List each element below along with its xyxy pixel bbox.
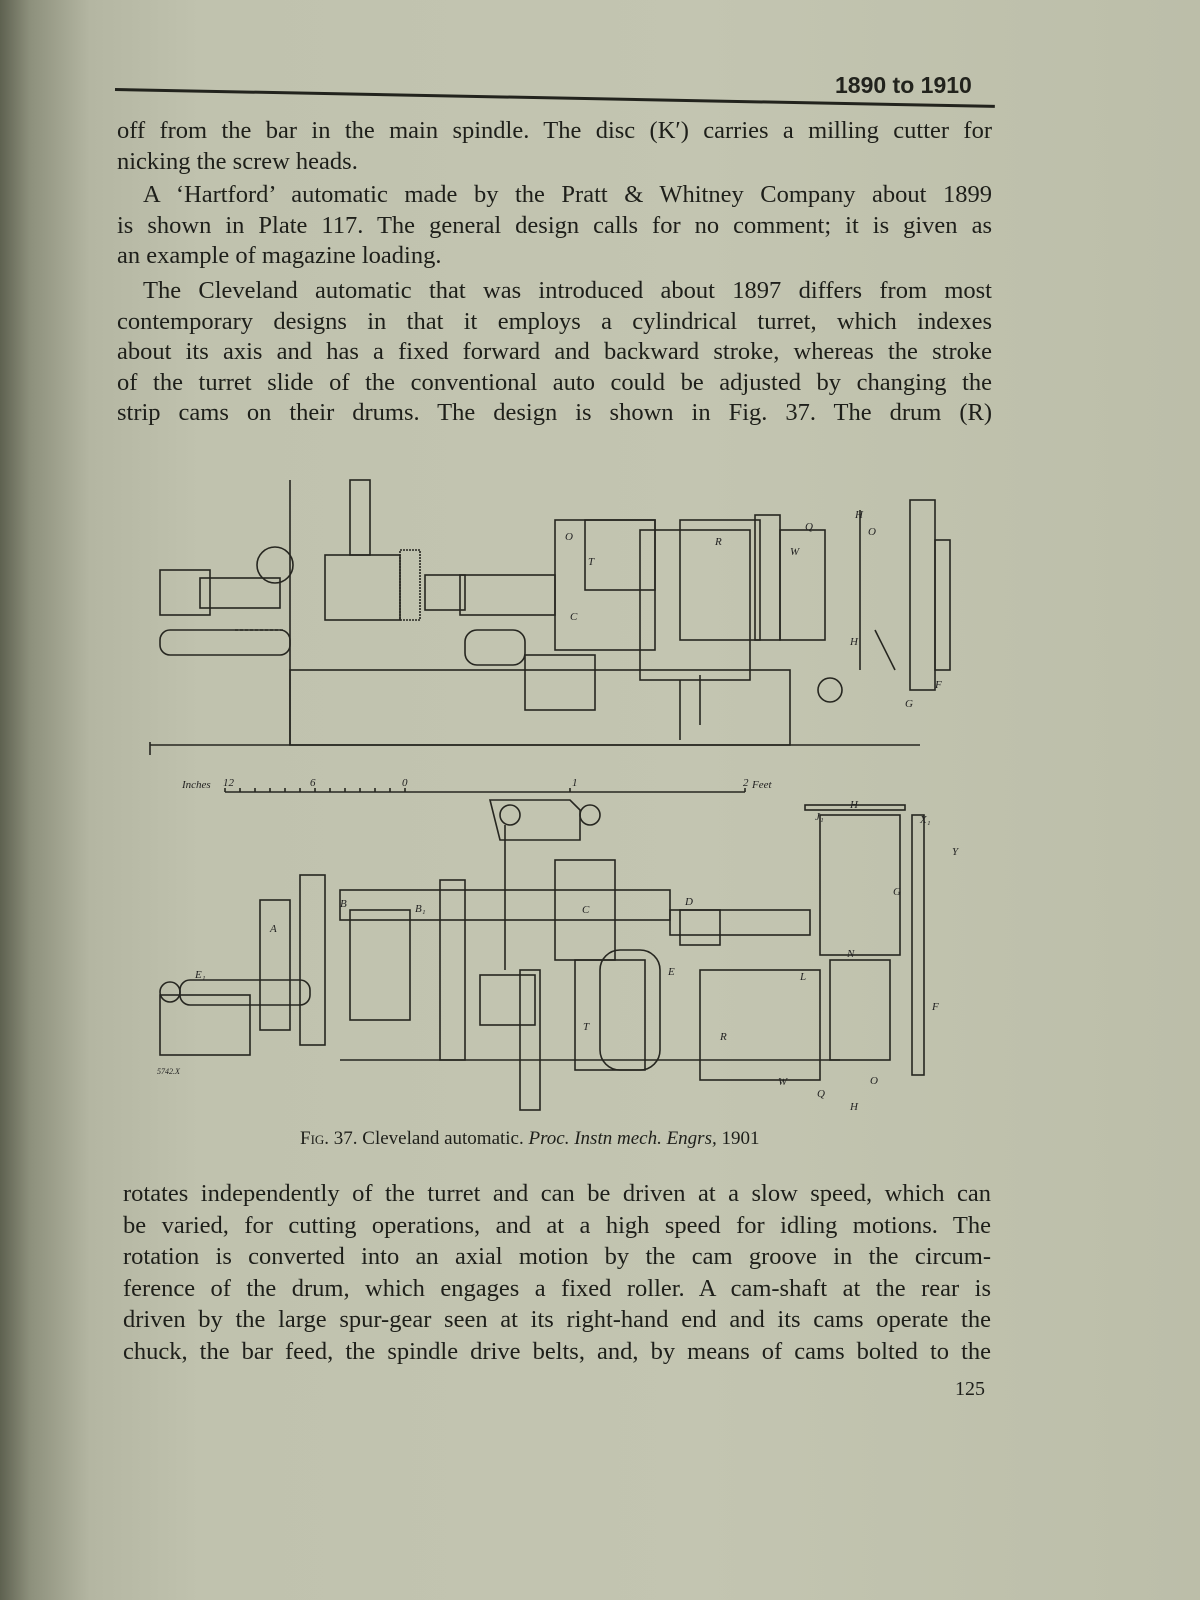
paragraph-drum: rotates independently of the turret and …	[123, 1178, 991, 1367]
text-line: about its axis and has a fixed forward a…	[117, 338, 992, 365]
caption-source: Proc. Instn mech. Engrs,	[528, 1128, 717, 1149]
label-W: W	[790, 546, 800, 558]
scale-tick: 6	[310, 777, 316, 789]
label-W: W	[778, 1076, 788, 1088]
figure-cleveland-automatic: O T C R Q W H O H F G Inches 12 6 0 1 2 …	[149, 479, 960, 1113]
running-head: 1890 to 1910	[835, 72, 972, 98]
label-C: C	[582, 904, 590, 916]
caption-fig-number: Fig. 37.	[300, 1128, 358, 1149]
label-N: N	[846, 948, 855, 960]
label-O: O	[870, 1075, 878, 1087]
figure-ref-number: 5742.X	[157, 1067, 181, 1076]
text-line: rotates independently of the turret and …	[123, 1180, 991, 1207]
scale-bar: Inches 12 6 0 1 2 Feet	[181, 777, 772, 793]
text-line: chuck, the bar feed, the spindle drive b…	[123, 1337, 991, 1365]
label-T: T	[583, 1021, 590, 1033]
label-B1: B₁	[415, 903, 426, 915]
label-O: O	[565, 531, 573, 543]
text-line: is shown in Plate 117. The general desig…	[117, 211, 992, 239]
text-line: off from the bar in the main spindle. Th…	[117, 117, 992, 144]
plan-view: A B B₁ C D E E₁ N L G J₁ H X₁ Y T R F W …	[157, 799, 960, 1113]
label-A: A	[269, 923, 277, 935]
label-Y: Y	[952, 846, 960, 858]
scale-tick: 2	[743, 777, 749, 789]
paragraph-cleveland: The Cleveland automatic that was introdu…	[117, 276, 992, 429]
scale-label-feet: Feet	[751, 779, 772, 791]
label-X1: X₁	[919, 814, 931, 826]
text-line: contemporary designs in that it employs …	[117, 307, 992, 335]
text-line: an example of magazine loading.	[117, 242, 442, 269]
scale-tick: 0	[402, 777, 408, 789]
figure-caption: Fig. 37. Cleveland automatic. Proc. Inst…	[300, 1128, 759, 1150]
label-E: E	[667, 966, 675, 978]
label-J1: J₁	[815, 811, 824, 823]
label-O2: O	[868, 526, 876, 538]
label-R: R	[719, 1031, 727, 1043]
label-E1: E₁	[194, 969, 206, 981]
caption-title: Cleveland automatic.	[362, 1128, 524, 1149]
label-H: H	[849, 799, 859, 811]
label-R: R	[714, 536, 722, 548]
text-line: ference of the drum, which engages a fix…	[123, 1274, 991, 1302]
label-C: C	[570, 611, 578, 623]
paragraph-continuation: off from the bar in the main spindle. Th…	[117, 116, 992, 177]
label-H2: H	[849, 1101, 859, 1113]
label-H2: H	[849, 636, 859, 648]
label-B: B	[340, 898, 347, 910]
text-line: nicking the screw heads.	[117, 147, 358, 175]
caption-year: 1901	[721, 1128, 760, 1149]
text-line: of the turret slide of the conventional …	[117, 368, 992, 396]
label-G: G	[893, 886, 901, 898]
text-line: driven by the large spur-gear seen at it…	[123, 1306, 991, 1333]
text-line: be varied, for cutting operations, and a…	[123, 1211, 991, 1239]
label-Q: Q	[805, 521, 813, 533]
label-F: F	[934, 679, 942, 691]
label-G: G	[905, 698, 913, 710]
label-H: H	[854, 509, 864, 521]
label-F: F	[931, 1001, 939, 1013]
page-number: 125	[955, 1378, 985, 1400]
label-T: T	[588, 556, 595, 568]
label-Q: Q	[817, 1088, 825, 1100]
scale-tick: 1	[572, 777, 578, 789]
text-line: strip cams on their drums. The design is…	[117, 399, 992, 426]
scale-label-inches: Inches	[181, 779, 211, 791]
text-line: The Cleveland automatic that was introdu…	[143, 277, 992, 304]
elevation-view: O T C R Q W H O H F G	[149, 479, 951, 755]
label-D: D	[684, 896, 693, 908]
text-line: A ‘Hartford’ automatic made by the Pratt…	[143, 181, 992, 208]
paragraph-hartford: A ‘Hartford’ automatic made by the Pratt…	[117, 180, 992, 272]
text-line: rotation is converted into an axial moti…	[123, 1243, 991, 1270]
scale-tick: 12	[223, 777, 235, 789]
label-L: L	[799, 971, 806, 983]
